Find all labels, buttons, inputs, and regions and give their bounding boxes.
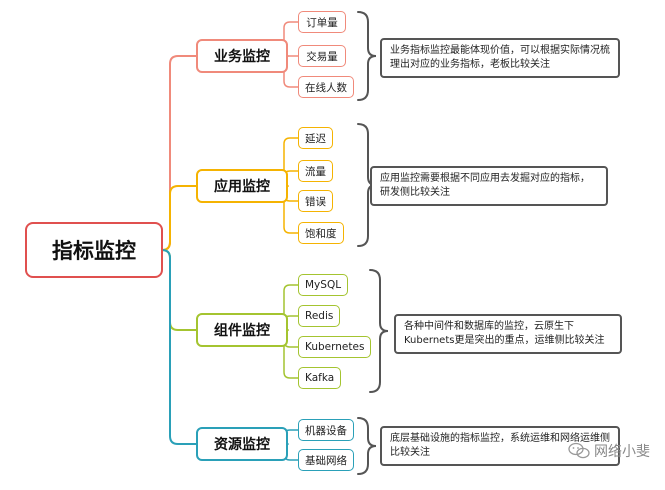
leaf-node: 交易量: [298, 45, 346, 67]
leaf-node: 订单量: [298, 11, 346, 33]
leaf-node: Redis: [298, 305, 341, 327]
leaf-node: 在线人数: [298, 76, 354, 98]
leaf-node: 机器设备: [298, 419, 354, 441]
root-node: 指标监控: [25, 222, 163, 278]
leaf-node: 流量: [298, 160, 333, 182]
category-node: 应用监控: [196, 169, 288, 203]
connector-root-to-2: [161, 185, 197, 251]
category-node: 业务监控: [196, 39, 288, 73]
summary-note: 底层基础设施的指标监控，系统运维和网络运维侧比较关注: [380, 426, 620, 466]
summary-brace: [369, 269, 389, 393]
wechat-icon: [568, 442, 590, 459]
summary-brace: [357, 11, 377, 101]
leaf-node: MySQL: [298, 274, 349, 296]
leaf-node: Kafka: [298, 367, 342, 389]
category-node: 资源监控: [196, 427, 288, 461]
summary-brace: [357, 417, 377, 475]
connector-root-to-1: [161, 55, 197, 251]
leaf-node: Kubernetes: [298, 336, 372, 358]
leaf-node: 错误: [298, 190, 333, 212]
leaf-node: 基础网络: [298, 449, 354, 471]
summary-note: 各种中间件和数据库的监控，云原生下Kubernets更是突出的重点，运维侧比较关…: [394, 314, 622, 354]
watermark-text: 网络小斐: [594, 444, 650, 460]
summary-note: 业务指标监控最能体现价值，可以根据实际情况梳理出对应的业务指标，老板比较关注: [380, 38, 620, 78]
connector-root-to-4: [161, 249, 197, 445]
summary-note: 应用监控需要根据不同应用去发掘对应的指标，研发侧比较关注: [370, 166, 608, 206]
category-node: 组件监控: [196, 313, 288, 347]
connector-root-to-3: [161, 249, 197, 331]
watermark: 网络小斐: [568, 441, 650, 461]
leaf-node: 饱和度: [298, 222, 344, 244]
leaf-node: 延迟: [298, 127, 333, 149]
